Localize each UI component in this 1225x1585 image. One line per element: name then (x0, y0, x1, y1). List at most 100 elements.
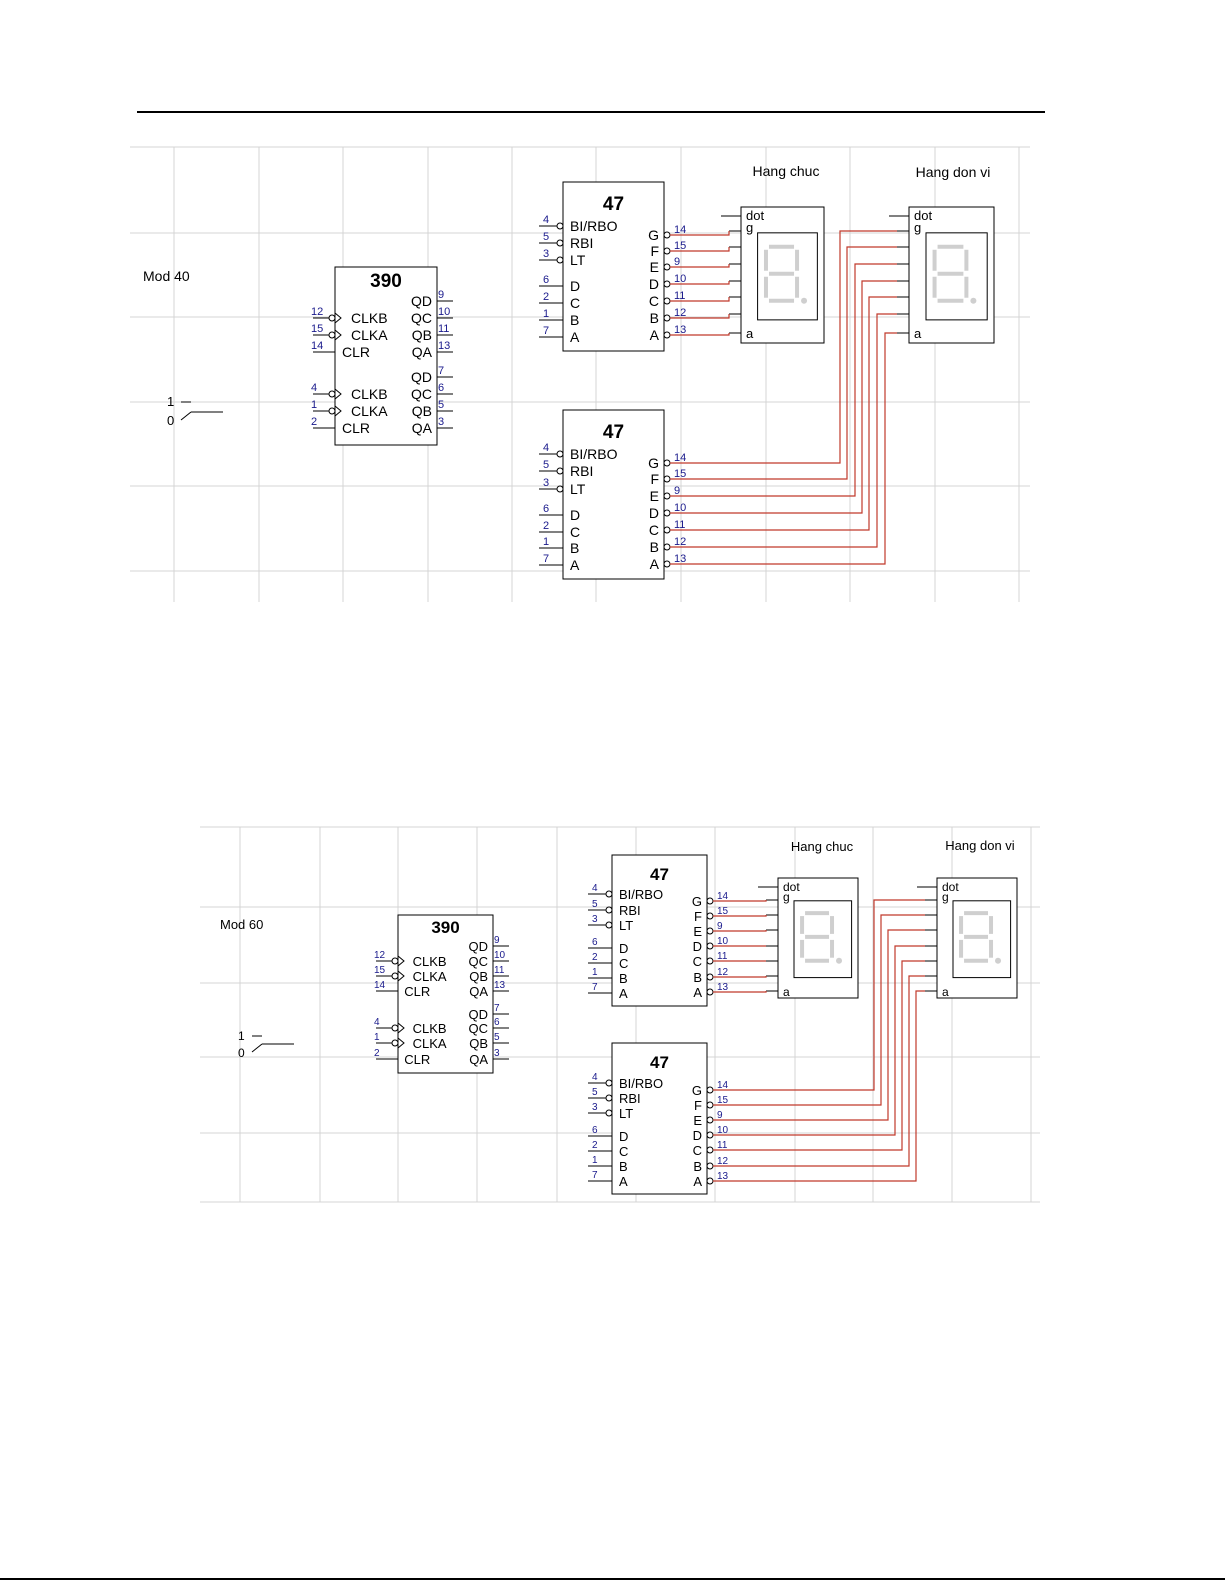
logic-switch: 10 (167, 394, 223, 428)
decoder-pin-name: G (648, 227, 659, 243)
decoder-pin-name: A (570, 329, 580, 345)
counter-pin-name: CLR (404, 984, 430, 999)
counter-pin-number: 1 (311, 399, 317, 411)
decoder-pin-number: 3 (592, 1102, 598, 1113)
decoder-chip-label: 47 (603, 194, 624, 215)
decoder-pin-name: B (650, 310, 659, 326)
decoder-body (611, 1042, 708, 1195)
decoder-output-bubble (706, 942, 714, 950)
counter-pin-number: 14 (374, 980, 386, 991)
decoder-pin-name: D (649, 505, 659, 521)
decoder-pin-name: LT (619, 918, 633, 933)
decoder-pin-name: F (694, 909, 702, 924)
counter-pin-number: 6 (438, 382, 444, 394)
counter-pin-number: 10 (494, 950, 506, 961)
decoder-pin-name: BI/RBO (570, 446, 618, 462)
counter-pin-number: 2 (374, 1048, 380, 1059)
decoder-pin-name: LT (619, 1106, 633, 1121)
display-pin-g: g (914, 220, 921, 235)
decoder-pin-bubble (605, 906, 613, 914)
counter-pin-number: 12 (311, 306, 323, 318)
decoder-pin-number: 2 (543, 520, 549, 532)
wire-to-tens (670, 231, 730, 236)
decoder-pin-name: RBI (619, 1091, 641, 1106)
counter-pin-name: QA (469, 984, 488, 999)
decoder-pin-number: 11 (717, 1140, 728, 1151)
decoder-output-bubble (663, 509, 671, 517)
decoder-output-bubble (706, 1131, 714, 1139)
decoder-pin-number: 9 (674, 485, 680, 497)
wire-to-units (670, 230, 897, 464)
decoder-pin-name: D (619, 941, 628, 956)
display-decimal-point (970, 297, 977, 304)
counter-pin-bubble (328, 390, 336, 398)
decoder-output-bubble (706, 1101, 714, 1109)
counter-pin-name: QC (411, 386, 432, 402)
decoder-pin-number: 9 (717, 921, 723, 932)
wire-to-units (713, 990, 925, 1182)
decoder-pin-name: E (650, 488, 659, 504)
decoder-pin-bubble (605, 1109, 613, 1117)
decoder-pin-number: 7 (592, 1170, 598, 1181)
counter-body (397, 914, 494, 1074)
counter-chip-label: 390 (431, 918, 459, 937)
decoder-pin-bubble (556, 485, 564, 493)
switch-lever (180, 411, 192, 421)
decoder-pin-name: RBI (570, 235, 593, 251)
wire-to-tens (713, 915, 767, 917)
wire-to-tens (670, 281, 730, 285)
decoder-output-bubble (706, 1086, 714, 1094)
decoder-pin-number: 5 (592, 1087, 598, 1098)
wire-to-tens (713, 900, 767, 902)
decoder-pin-number: 14 (674, 224, 686, 236)
decoder-pin-number: 14 (717, 1080, 729, 1091)
decoder-pin-name: B (570, 540, 579, 556)
display-pin-g: g (746, 220, 753, 235)
decoder-pin-number: 4 (543, 214, 549, 226)
decoder-output-bubble (663, 280, 671, 288)
switch-low-label: 0 (238, 1046, 245, 1060)
decoder-pin-number: 12 (674, 307, 686, 319)
counter-pin-bubble (328, 331, 336, 339)
decoder-pin-number: 7 (543, 325, 549, 337)
counter-pin-number: 11 (438, 323, 449, 335)
decoder-pin-name: C (619, 956, 628, 971)
decoder-pin-number: 10 (674, 273, 686, 285)
decoder-output-bubble (663, 331, 671, 339)
decoder-pin-number: 4 (592, 1072, 598, 1083)
decoder-pin-number: 5 (543, 459, 549, 471)
decoder-pin-name: E (693, 1113, 702, 1128)
decoder-pin-number: 2 (592, 952, 598, 963)
decoder-pin-bubble (605, 890, 613, 898)
decoder-output-bubble (706, 927, 714, 935)
wire-to-units (670, 332, 897, 565)
counter-pin-bubble (391, 1024, 399, 1032)
decoder-pin-number: 6 (592, 1125, 598, 1136)
counter-pin-number: 11 (494, 965, 505, 976)
decoder-output-bubble (663, 543, 671, 551)
display-pin-g: g (942, 890, 949, 904)
decoder-pin-name: C (693, 1143, 702, 1158)
counter-pin-name: CLKA (351, 327, 388, 343)
decoder-pin-number: 12 (674, 536, 686, 548)
decoder-pin-number: 11 (674, 290, 685, 302)
counter-pin-number: 15 (374, 965, 386, 976)
counter-pin-name: CLR (404, 1052, 430, 1067)
clock-marker (334, 329, 342, 341)
counter-pin-name: CLKA (413, 969, 447, 984)
decoder-chip-label: 47 (603, 422, 624, 443)
counter-pin-name: CLKB (413, 1021, 447, 1036)
wire-to-tens (670, 247, 730, 252)
decoder-pin-number: 1 (543, 308, 549, 320)
decoder-pin-number: 1 (543, 536, 549, 548)
decoder-output-bubble (706, 973, 714, 981)
